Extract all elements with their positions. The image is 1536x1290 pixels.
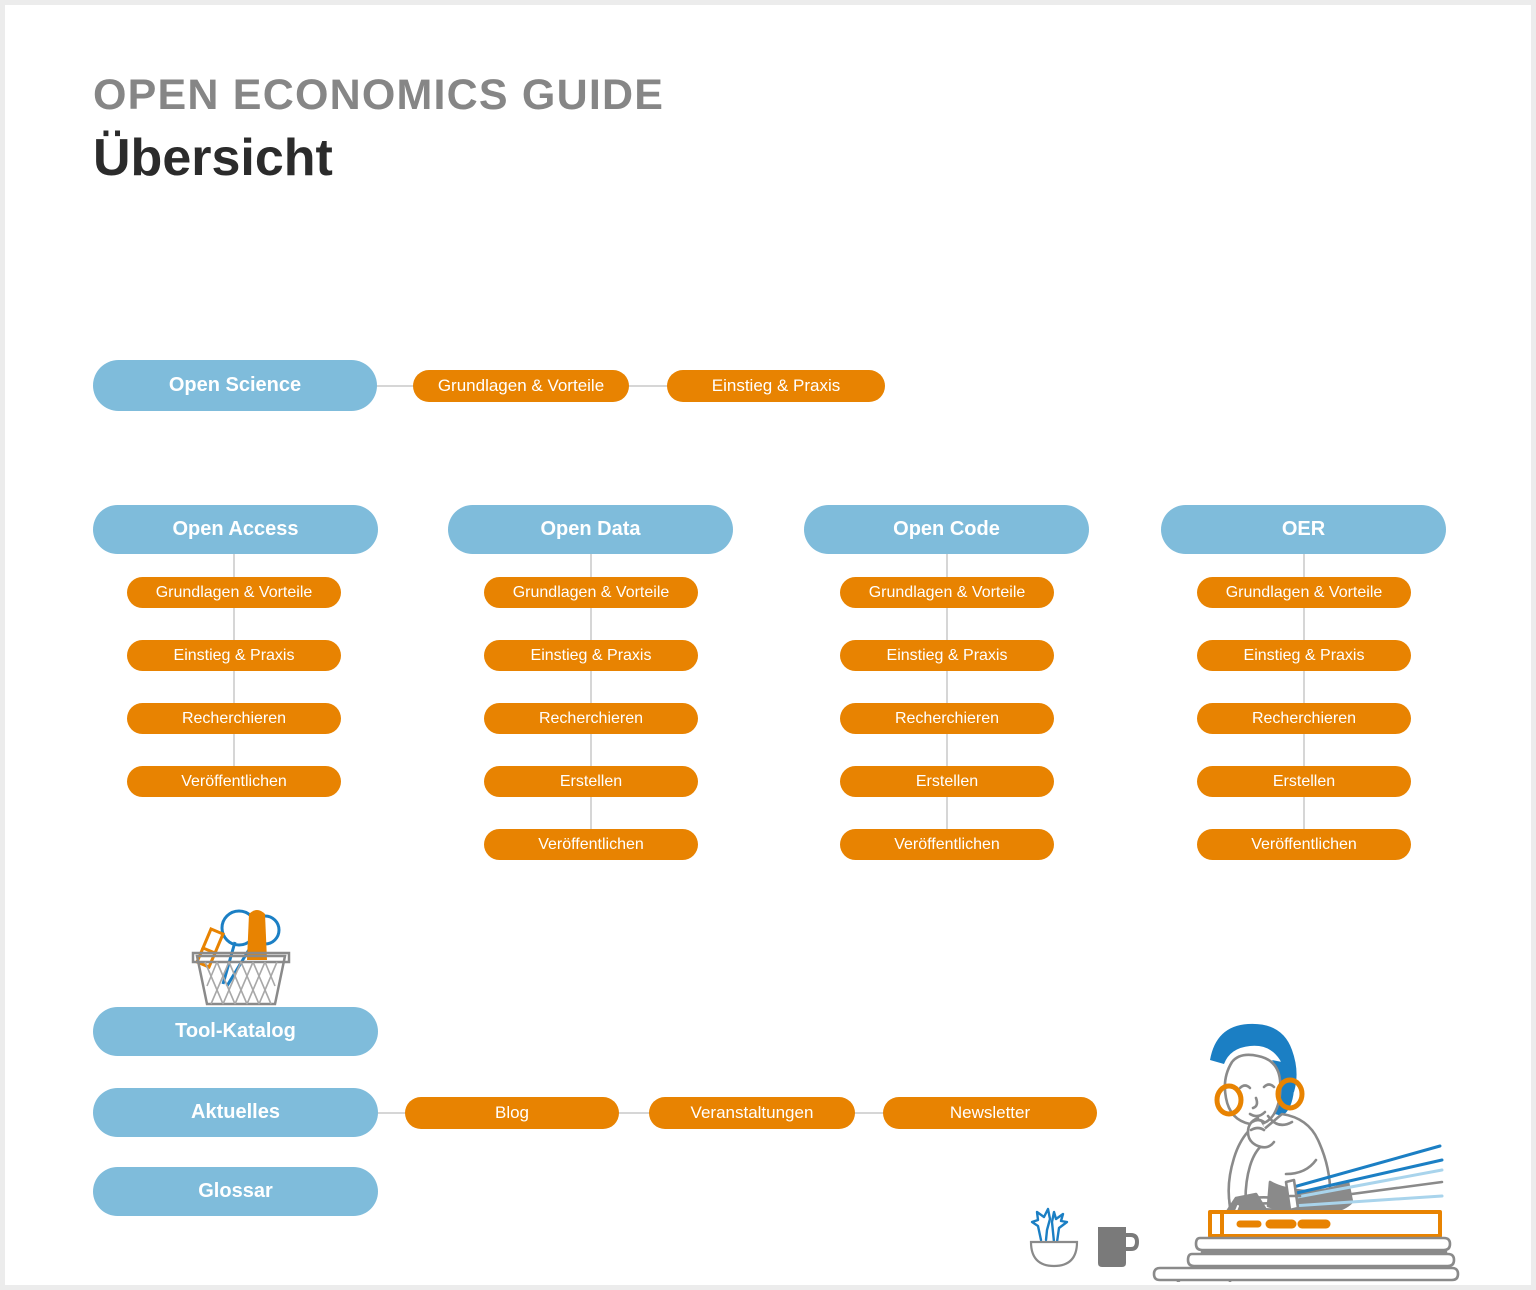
pencil-basket-illustration [191,909,291,1006]
node-aktuelles-blog[interactable]: Blog [405,1097,619,1129]
node-open-code[interactable]: Open Code [804,505,1089,554]
page-header: OPEN ECONOMICS GUIDE Übersicht [93,71,664,190]
connector-aktuelles-to-blog [375,1112,407,1114]
node-label: Grundlagen & Vorteile [155,583,313,601]
connector-column-open-data [590,554,592,845]
node-label: Erstellen [1272,772,1336,790]
node-open-data[interactable]: Open Data [448,505,733,554]
node-open-access[interactable]: Open Access [93,505,378,554]
node-open-data-item-2[interactable]: Recherchieren [484,703,698,734]
connector-veranstaltungen-to-newsletter [853,1112,885,1114]
node-label: OER [1281,518,1326,540]
node-oer-item-4[interactable]: Veröffentlichen [1197,829,1411,860]
node-oer-item-2[interactable]: Recherchieren [1197,703,1411,734]
node-open-access-item-3[interactable]: Veröffentlichen [127,766,341,797]
node-label: Veranstaltungen [690,1103,814,1122]
page-title: Übersicht [93,129,333,188]
node-oer-item-1[interactable]: Einstieg & Praxis [1197,640,1411,671]
node-open-access-item-1[interactable]: Einstieg & Praxis [127,640,341,671]
woman-on-books-illustration [1152,1023,1460,1282]
node-open-code-item-2[interactable]: Recherchieren [840,703,1054,734]
node-tool-katalog[interactable]: Tool-Katalog [93,1007,378,1056]
node-open-code-item-4[interactable]: Veröffentlichen [840,829,1054,860]
node-aktuelles[interactable]: Aktuelles [93,1088,378,1137]
connector-openscience-to-grundlagen [375,385,415,387]
node-open-science-grundlagen[interactable]: Grundlagen & Vorteile [413,370,629,402]
node-open-access-item-2[interactable]: Recherchieren [127,703,341,734]
plant-bowl-illustration [1029,1207,1079,1268]
node-label: Aktuelles [191,1101,280,1123]
node-label: Recherchieren [538,709,644,727]
node-label: Tool-Katalog [175,1020,296,1042]
node-label: Einstieg & Praxis [1243,646,1365,664]
node-oer-item-3[interactable]: Erstellen [1197,766,1411,797]
node-open-code-item-0[interactable]: Grundlagen & Vorteile [840,577,1054,608]
node-label: Open Code [893,518,1000,540]
node-aktuelles-veranstaltungen[interactable]: Veranstaltungen [649,1097,855,1129]
node-label: Einstieg & Praxis [173,646,295,664]
node-aktuelles-newsletter[interactable]: Newsletter [883,1097,1097,1129]
node-label: Recherchieren [1251,709,1357,727]
node-label: Recherchieren [181,709,287,727]
coffee-mug-illustration [1098,1227,1140,1267]
eyebrow-title: OPEN ECONOMICS GUIDE [93,71,665,119]
node-label: Erstellen [915,772,979,790]
node-oer-item-0[interactable]: Grundlagen & Vorteile [1197,577,1411,608]
node-open-science[interactable]: Open Science [93,360,377,411]
node-label: Erstellen [559,772,623,790]
node-open-access-item-0[interactable]: Grundlagen & Vorteile [127,577,341,608]
node-label: Veröffentlichen [181,772,287,790]
node-open-data-item-3[interactable]: Erstellen [484,766,698,797]
node-label: Open Data [540,518,641,540]
node-oer[interactable]: OER [1161,505,1446,554]
connector-blog-to-veranstaltungen [617,1112,651,1114]
node-open-code-item-3[interactable]: Erstellen [840,766,1054,797]
node-open-data-item-4[interactable]: Veröffentlichen [484,829,698,860]
node-open-data-item-0[interactable]: Grundlagen & Vorteile [484,577,698,608]
connector-column-open-code [946,554,948,845]
node-label: Newsletter [949,1103,1031,1122]
node-label: Einstieg & Praxis [886,646,1008,664]
node-label: Recherchieren [894,709,1000,727]
node-label: Veröffentlichen [894,835,1000,853]
node-label: Open Science [168,374,302,396]
node-open-data-item-1[interactable]: Einstieg & Praxis [484,640,698,671]
node-label: Einstieg & Praxis [530,646,652,664]
node-open-science-einstieg[interactable]: Einstieg & Praxis [667,370,885,402]
node-label: Grundlagen & Vorteile [1225,583,1383,601]
node-label: Grundlagen & Vorteile [437,376,605,395]
node-label: Open Access [172,518,299,540]
node-label: Veröffentlichen [1251,835,1357,853]
node-open-code-item-1[interactable]: Einstieg & Praxis [840,640,1054,671]
connector-column-oer [1303,554,1305,845]
node-label: Grundlagen & Vorteile [868,583,1026,601]
node-label: Grundlagen & Vorteile [512,583,670,601]
connector-grundlagen-to-einstieg [627,385,669,387]
node-glossar[interactable]: Glossar [93,1167,378,1216]
node-label: Blog [494,1103,530,1122]
node-label: Einstieg & Praxis [711,376,841,395]
node-label: Veröffentlichen [538,835,644,853]
node-label: Glossar [198,1180,273,1202]
